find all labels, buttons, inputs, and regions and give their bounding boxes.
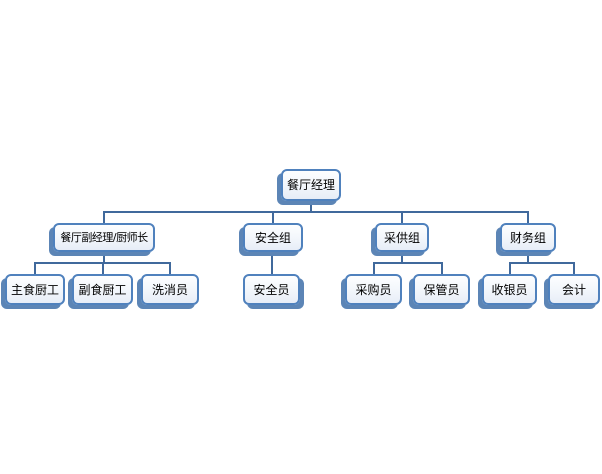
connector-line xyxy=(103,211,105,223)
org-node-label-side-cook: 副食厨工 xyxy=(78,282,127,297)
org-node-dishwasher[interactable]: 洗消员 xyxy=(141,274,199,305)
org-node-side-cook[interactable]: 副食厨工 xyxy=(72,274,133,305)
org-node-label-deputy-chef: 餐厅副经理/厨师长 xyxy=(60,231,148,244)
org-node-staple-cook[interactable]: 主食厨工 xyxy=(5,274,65,305)
connector-line xyxy=(527,211,529,223)
org-node-storekeeper[interactable]: 保管员 xyxy=(413,274,470,305)
connector-line xyxy=(509,262,575,264)
org-node-label-purchaser: 采购员 xyxy=(355,282,392,297)
org-node-label-dishwasher: 洗消员 xyxy=(151,282,188,297)
org-node-label-staple-cook: 主食厨工 xyxy=(10,282,59,297)
org-node-label-procure-group: 采供组 xyxy=(383,230,420,245)
org-node-label-accountant: 会计 xyxy=(561,282,586,297)
connector-line xyxy=(272,211,274,223)
org-node-label-cashier: 收银员 xyxy=(491,282,528,297)
connector-line xyxy=(401,211,403,223)
connector-line xyxy=(102,262,104,274)
connector-line xyxy=(509,262,511,274)
org-node-label-manager: 餐厅经理 xyxy=(286,178,335,192)
connector-line xyxy=(310,201,312,213)
org-node-manager[interactable]: 餐厅经理 xyxy=(281,169,341,201)
org-node-cashier[interactable]: 收银员 xyxy=(482,274,537,305)
connector-line xyxy=(169,262,171,274)
connector-line xyxy=(271,252,273,274)
org-node-procure-group[interactable]: 采供组 xyxy=(375,223,429,252)
connector-line xyxy=(103,211,529,213)
org-node-purchaser[interactable]: 采购员 xyxy=(345,274,402,305)
org-node-safety-group[interactable]: 安全组 xyxy=(243,223,303,252)
org-node-label-safety-group: 安全组 xyxy=(254,230,291,245)
org-node-label-safety-officer: 安全员 xyxy=(253,282,290,297)
connector-line xyxy=(373,262,443,264)
org-node-label-storekeeper: 保管员 xyxy=(423,282,460,297)
connector-line xyxy=(103,252,105,264)
org-node-deputy-chef[interactable]: 餐厅副经理/厨师长 xyxy=(53,223,155,252)
connector-line xyxy=(34,262,36,274)
connector-line xyxy=(527,252,529,264)
org-node-accountant[interactable]: 会计 xyxy=(548,274,600,305)
connector-line xyxy=(373,262,375,274)
org-node-label-finance-group: 财务组 xyxy=(509,230,546,245)
connector-line xyxy=(441,262,443,274)
org-node-safety-officer[interactable]: 安全员 xyxy=(243,274,300,305)
connector-line xyxy=(401,252,403,264)
connector-line xyxy=(573,262,575,274)
org-node-finance-group[interactable]: 财务组 xyxy=(500,223,556,252)
